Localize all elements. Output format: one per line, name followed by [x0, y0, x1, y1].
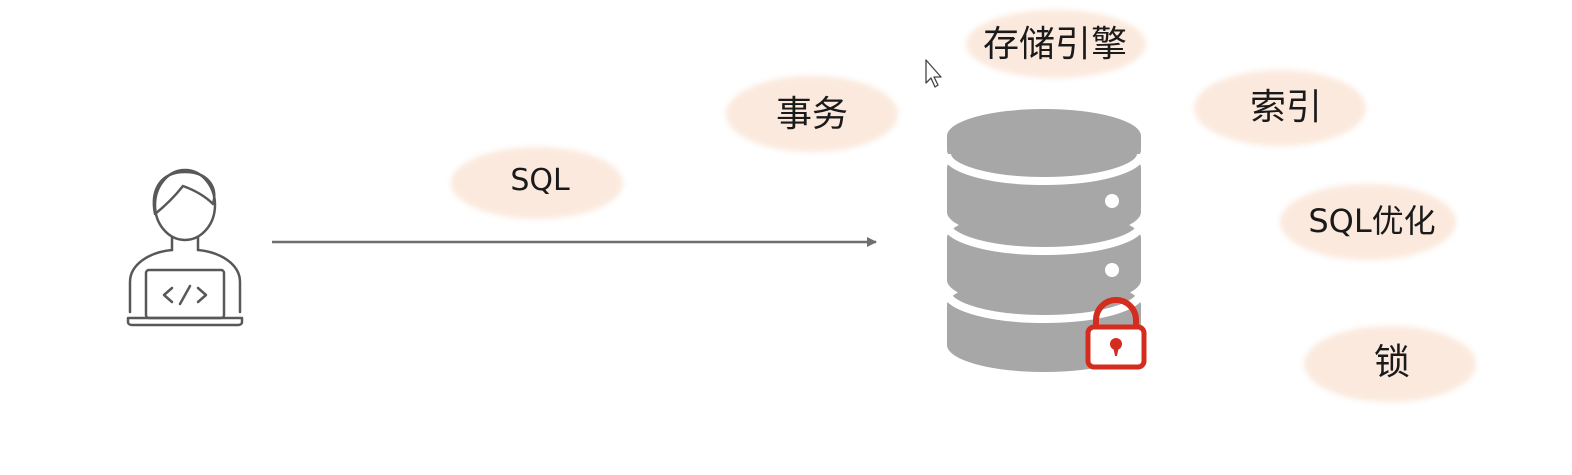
bubble-index [1194, 70, 1366, 146]
bubble-sql-optimization [1280, 184, 1456, 260]
storage-engine-label: 存储引擎 [982, 24, 1128, 65]
sql-optimization-label: SQL优化 [1308, 202, 1436, 240]
index-label: 索引 [1249, 87, 1323, 128]
lock-icon [1085, 297, 1147, 370]
database-indicator-dot [1105, 263, 1119, 277]
database-indicator-dot [1105, 194, 1119, 208]
sql-request-label: SQL [510, 163, 570, 198]
bubble-lock [1304, 326, 1476, 402]
developer-laptop-icon [126, 168, 244, 327]
bubble-storage-engine [966, 10, 1146, 78]
lock-label: 锁 [1373, 342, 1411, 383]
transaction-label: 事务 [775, 94, 849, 135]
bubble-transaction [726, 76, 898, 152]
mouse-cursor-icon [925, 59, 942, 88]
bubble-sql-request [451, 147, 623, 219]
